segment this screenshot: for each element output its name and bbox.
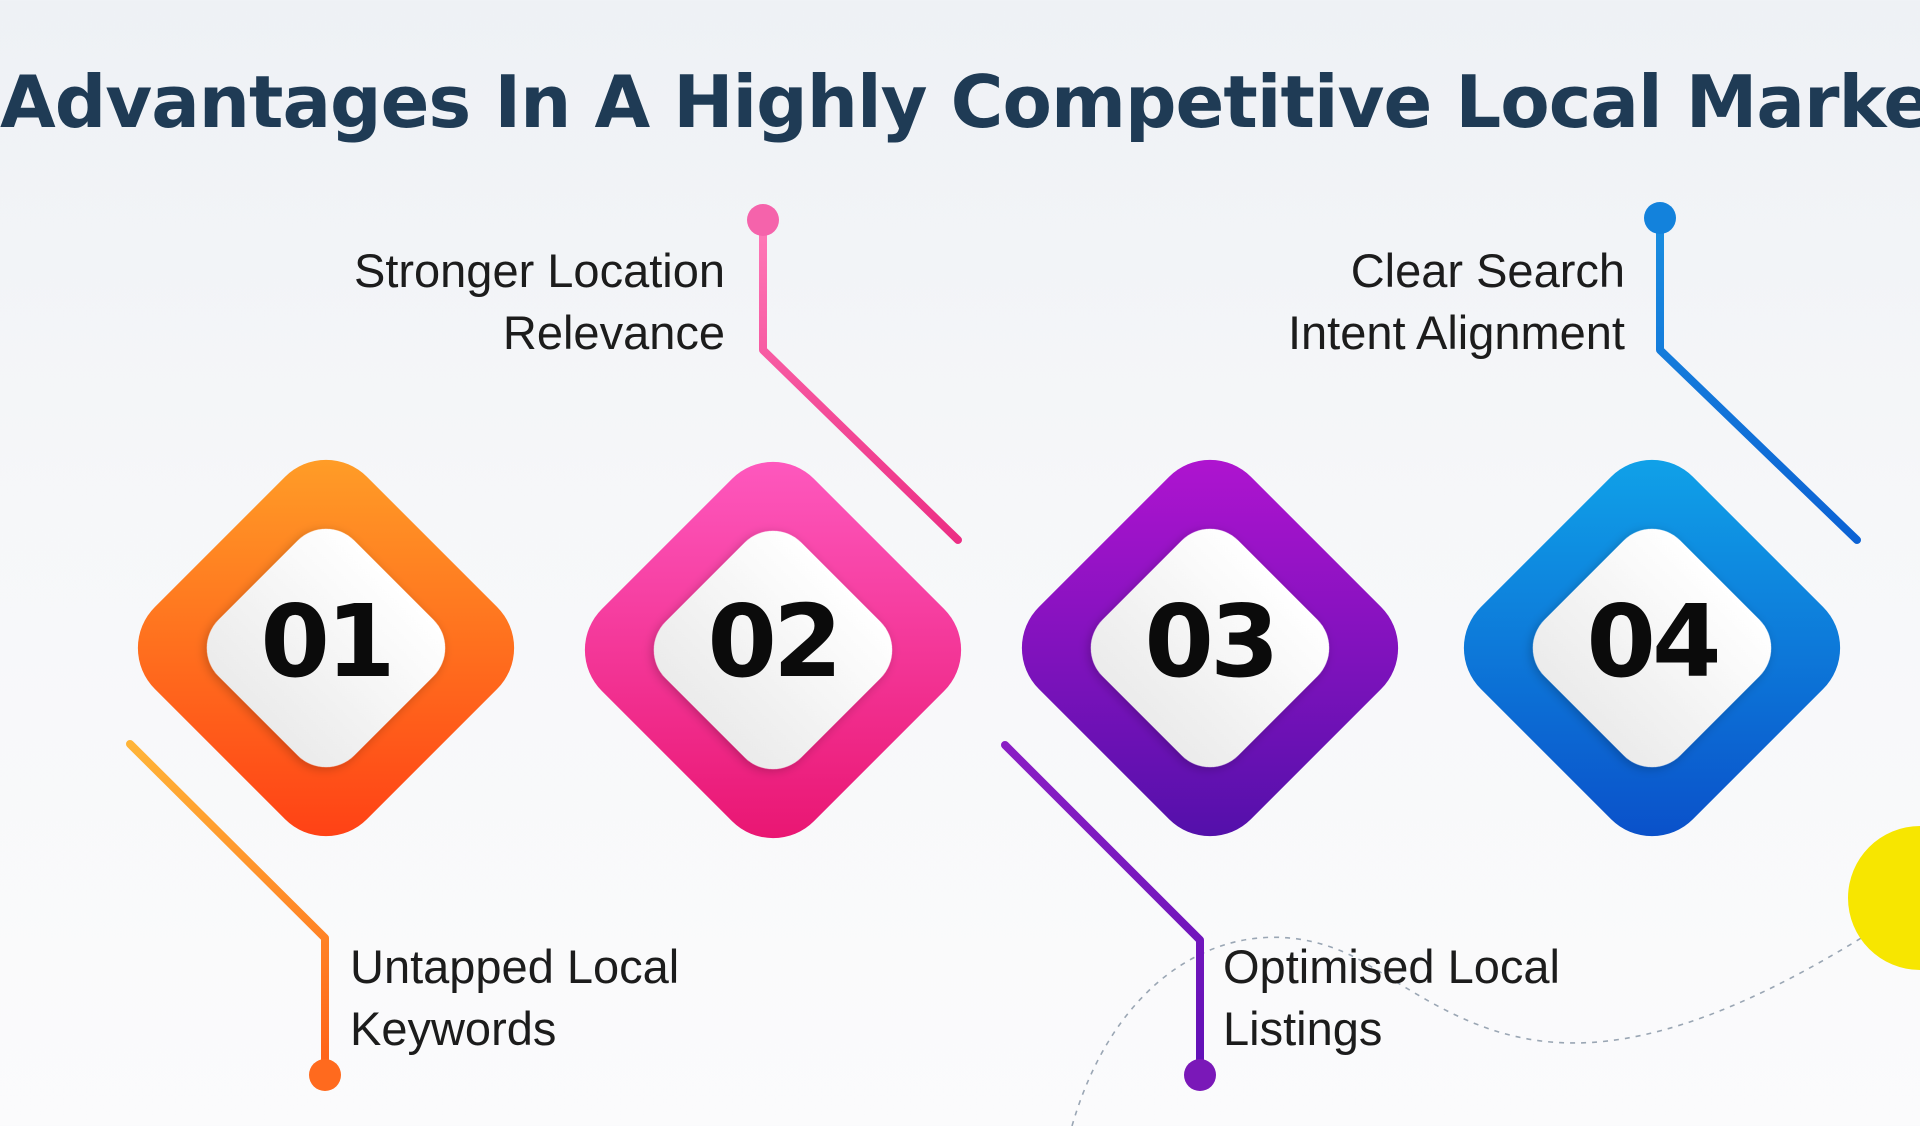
- diamond-03: [1021, 459, 1399, 837]
- connector-01: [126, 740, 341, 1091]
- step-label-04-line-2: Intent Alignment: [1287, 306, 1625, 359]
- step-label-02: Stronger Location Relevance: [285, 240, 725, 364]
- step-label-03-line-2: Listings: [1223, 1002, 1383, 1055]
- step-number-04: 04: [1586, 583, 1721, 700]
- diamond-02: [584, 461, 962, 839]
- dashed-curve-decoration: [1071, 899, 1920, 1126]
- step-label-03: Optimised Local Listings: [1223, 936, 1663, 1060]
- step-label-03-line-1: Optimised Local: [1223, 940, 1560, 993]
- step-label-01-line-2: Keywords: [350, 1002, 557, 1055]
- step-number-01: 01: [260, 583, 395, 700]
- step-label-02-line-1: Stronger Location: [353, 244, 725, 297]
- step-label-04: Clear Search Intent Alignment: [1185, 240, 1625, 364]
- step-label-02-line-2: Relevance: [502, 306, 725, 359]
- step-number-03: 03: [1144, 583, 1279, 700]
- page-title: Advantages In A Highly Competitive Local…: [0, 60, 1920, 144]
- connector-04: [1644, 202, 1861, 544]
- connector-03: [1001, 741, 1216, 1091]
- step-label-04-line-1: Clear Search: [1350, 244, 1625, 297]
- diamond-01: [137, 459, 515, 837]
- diamond-04: [1463, 459, 1841, 837]
- connector-02: [747, 204, 962, 544]
- step-number-02: 02: [707, 583, 842, 700]
- step-label-01-line-1: Untapped Local: [350, 940, 680, 993]
- step-label-01: Untapped Local Keywords: [350, 936, 790, 1060]
- yellow-circle-decoration: [1848, 826, 1920, 970]
